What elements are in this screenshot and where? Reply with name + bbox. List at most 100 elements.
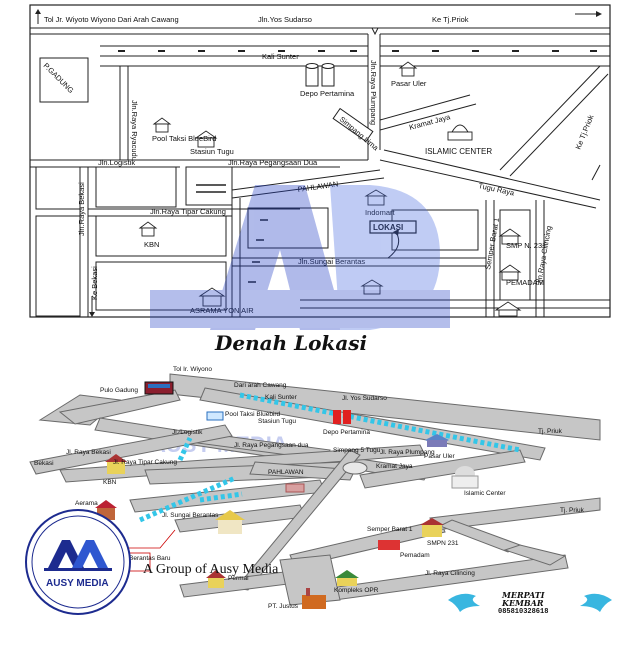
street-label: Ke Bekasi [90, 266, 99, 300]
street-label: Tol Jr. Wiyoto Wiyono Dari Arah Cawang [44, 15, 179, 24]
market-icon [425, 434, 449, 447]
dove-icon [448, 593, 480, 612]
street-label: Tj. Priuk [538, 428, 563, 435]
place-label: Bekasi [34, 460, 54, 467]
road-yos [199, 387, 546, 461]
street-label: Jl. Raya Tipar Cakung [113, 459, 177, 466]
road-cilincing2 [503, 544, 567, 566]
house-icon [420, 518, 444, 537]
fire-station-icon [378, 540, 400, 550]
street-label: Jln.Logistik [98, 158, 135, 167]
street-label: PAHLAWAN [268, 469, 304, 476]
group-caption: A Group of Ausy Media [143, 562, 279, 577]
place-label: Aerama [75, 500, 98, 507]
place-label: Pasar Uler [391, 79, 427, 88]
house-icon [494, 301, 522, 317]
place-label: Stasiun Tugu [258, 418, 296, 425]
house-icon [105, 454, 127, 474]
location-label: LOKASI [373, 223, 403, 232]
house-icon [498, 264, 522, 281]
river-label: Kali Sunter [262, 52, 299, 61]
street-label: Jl. Yos Sudarso [342, 395, 387, 402]
watermark-logo [150, 185, 450, 330]
ausy-media-logo: AUSY MEDIA [25, 509, 131, 615]
place-label: ISLAMIC CENTER [425, 147, 492, 156]
place-label: Berantas Baru [129, 555, 171, 562]
house-icon [398, 61, 418, 77]
gate-icon [285, 483, 305, 493]
house-icon [360, 279, 384, 295]
street-label: Jln.Raya Tipar Cakung [150, 207, 226, 216]
phone-number: 085810328618 [498, 608, 548, 616]
dove-icon [580, 593, 612, 612]
bus-icon [144, 381, 174, 395]
place-label: Pool Taksi Bluebird [225, 411, 281, 418]
street-label: Semper Barat 1 [367, 526, 413, 533]
place-label: Depo Pertamina [300, 89, 355, 98]
house-icon [152, 117, 172, 133]
place-label: Pulo Gadung [100, 387, 138, 394]
house-icon [206, 570, 226, 588]
merpati-kembar-brand: MERPATI KEMBAR 085810328618 [448, 590, 612, 616]
roundabout [342, 461, 368, 475]
street-label: Jln.Raya Pegangsaan Dua [228, 158, 318, 167]
house-icon [194, 130, 218, 148]
brand-name: MERPATI [501, 590, 545, 600]
mosque-icon [451, 466, 479, 489]
place-label: Pemadam [400, 552, 430, 559]
brand-name: KEMBAR [501, 598, 544, 608]
street-label: Tj. Priuk [560, 507, 585, 514]
street-label: Tol Ir. Wiyono [173, 366, 212, 373]
house-icon [498, 228, 522, 245]
place-label: PEMADAM [506, 278, 544, 287]
street-label: Dari arah Cawang [234, 382, 287, 389]
place-label: Permai [228, 575, 249, 582]
place-label: Depo Pertamina [323, 429, 370, 436]
road-mid-diag [235, 449, 361, 591]
street-label: Jl. Raya Cilincing [425, 570, 475, 577]
street-label: Jln.Raya Ryacudu [130, 100, 139, 161]
house-icon [335, 570, 359, 586]
river-segment [199, 491, 243, 503]
place-label: KBN [144, 240, 159, 249]
street-label: Jl. Logistik [172, 429, 203, 436]
street-label: Kramat Jaya [376, 463, 413, 470]
river-segment [138, 475, 237, 523]
place-label: SMPN 231 [427, 540, 459, 547]
street-label: Jl. Raya Pegangsaan dua [234, 442, 309, 449]
river-kali-sunter [239, 392, 521, 453]
place-label: KBN [103, 479, 117, 486]
logo-text: AUSY MEDIA [46, 578, 109, 589]
street-label: Jl. Raya Bekasi [66, 449, 111, 456]
road-bekasi [29, 424, 233, 475]
street-label: Jl. Raya Plumpang [380, 449, 435, 456]
house-icon [215, 510, 245, 534]
place-label: Indomart [365, 208, 396, 217]
mosque-icon [447, 124, 473, 141]
place-label: Kompleks OPR [334, 587, 379, 594]
road-link [58, 389, 181, 425]
place-label: ASRAMA YON AIR [190, 306, 254, 315]
house-icon [198, 287, 226, 307]
place-label: SMP N. 231 [506, 241, 546, 250]
place-label: Simpang 5 Tugu [333, 447, 381, 454]
house-icon [138, 221, 158, 237]
place-label: PT. Justus [268, 603, 299, 610]
street-label: Jln.Raya Bekasi [77, 182, 86, 236]
house-icon [364, 189, 388, 206]
street-label: Jl. Sungai Berantas [162, 512, 219, 519]
map-title: Denah Lokasi [214, 331, 367, 355]
factory-icon [302, 588, 326, 609]
road-bottom2 [279, 554, 341, 606]
street-label: Jln.Raya Plumpang [369, 60, 378, 125]
taxi-icon [206, 411, 224, 421]
road-kramat [359, 449, 526, 489]
place-label: Islamic Center [464, 490, 506, 497]
isometric-map: Tol Ir. Wiyono Dari arah Cawang Jl. Yos … [29, 366, 601, 610]
place-label: Pasar Uler [424, 453, 456, 460]
street-label: Ke Tj.Priok [432, 15, 469, 24]
sketch-map: Tol Jr. Wiyoto Wiyono Dari Arah Cawang J… [29, 4, 611, 318]
fuel-depot-icon [333, 410, 351, 424]
place-label: Pool Taksi BlueBird [152, 134, 216, 143]
